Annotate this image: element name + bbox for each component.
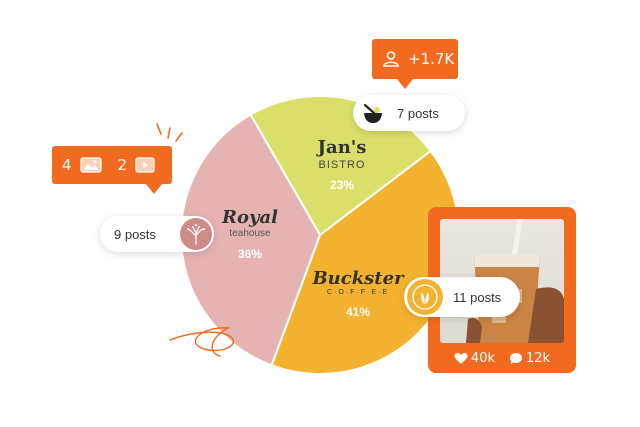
videos-count: 2 xyxy=(117,156,128,174)
brand-buckster-sub: C·O·F·F·E·E xyxy=(326,289,390,296)
jans-posts-count: 7 posts xyxy=(397,105,439,121)
brand-royal: Royal xyxy=(222,207,278,228)
slice-label-buckster: Buckster C·O·F·F·E·E 41% xyxy=(303,268,413,319)
brand-jans: Jan's xyxy=(317,137,367,158)
followers-count: +1.7K xyxy=(408,50,455,68)
user-icon xyxy=(382,50,400,68)
comment-icon xyxy=(509,352,523,365)
heart-icon xyxy=(454,352,468,365)
buckster-posts-count: 11 posts xyxy=(453,289,502,305)
comments-stat: 12k xyxy=(509,351,550,366)
tree-icon xyxy=(180,218,212,250)
royal-posts-pill: 9 posts xyxy=(100,216,214,252)
slice-label-jans: Jan's BISTRO 23% xyxy=(292,137,392,192)
post-stats: 40k 12k xyxy=(428,347,576,369)
latte-art-icon xyxy=(407,279,443,315)
followers-bubble-tail xyxy=(397,79,413,89)
comments-count: 12k xyxy=(526,350,551,366)
pct-jans: 23% xyxy=(329,178,355,192)
image-icon xyxy=(79,157,102,173)
brand-royal-sub: teahouse xyxy=(229,228,271,239)
royal-posts-count: 9 posts xyxy=(114,226,156,242)
pct-buckster: 41% xyxy=(345,305,371,319)
bowl-icon xyxy=(357,97,389,129)
media-bubble-tail xyxy=(146,184,162,194)
spark-decoration xyxy=(156,123,183,142)
jans-posts-pill: 7 posts xyxy=(353,95,465,131)
brand-buckster: Buckster xyxy=(312,268,404,289)
images-count: 4 xyxy=(62,156,72,174)
likes-count: 40k xyxy=(470,350,495,366)
brand-jans-sub: BISTRO xyxy=(318,159,366,171)
followers-bubble: +1.7K xyxy=(372,39,458,79)
pct-royal: 36% xyxy=(237,247,263,261)
media-bubble: 4 2 xyxy=(52,146,172,184)
slice-label-royal: Royal teahouse 36% xyxy=(205,207,295,261)
video-icon xyxy=(135,157,155,173)
likes-stat: 40k xyxy=(454,351,495,366)
buckster-posts-pill: 11 posts xyxy=(404,277,520,317)
scribble-decoration xyxy=(169,327,235,357)
